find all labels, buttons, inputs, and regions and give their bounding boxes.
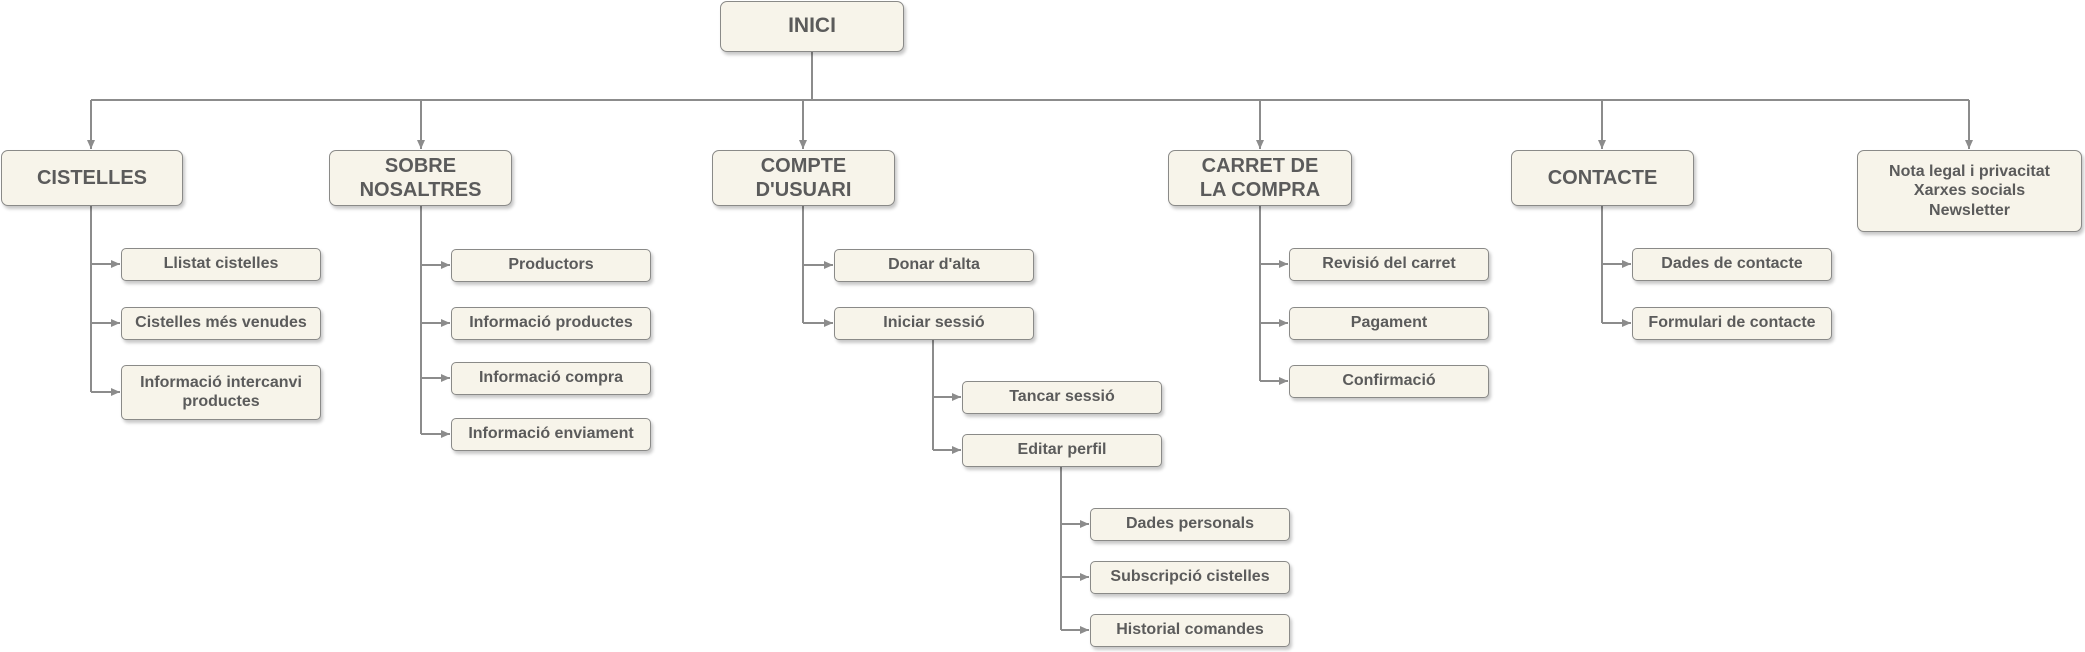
node-formulari-contacte: Formulari de contacte (1632, 307, 1832, 340)
node-label: Productors (508, 256, 594, 274)
node-label: Editar perfil (1017, 441, 1107, 459)
node-productors: Productors (451, 249, 651, 282)
node-label: Subscripció cistelles (1110, 568, 1270, 586)
node-label: Dades de contacte (1661, 255, 1803, 273)
node-compte-usuari: COMPTE D'USUARI (712, 150, 895, 206)
node-label: Informació enviament (468, 425, 634, 443)
node-iniciar-sessio: Iniciar sessió (834, 307, 1034, 340)
node-label: Llistat cistelles (163, 255, 279, 273)
node-label: Cistelles més venudes (135, 314, 307, 332)
node-label: CARRET DE LA COMPRA (1199, 155, 1321, 201)
node-legal-social-newsletter: Nota legal i privacitat Xarxes socials N… (1857, 150, 2082, 232)
node-subscripcio-cistelles: Subscripció cistelles (1090, 561, 1290, 594)
node-label: CISTELLES (36, 167, 147, 189)
node-contacte: CONTACTE (1511, 150, 1694, 206)
node-label: INICI (788, 14, 836, 38)
node-label: Tancar sessió (1009, 388, 1115, 406)
node-pagament: Pagament (1289, 307, 1489, 340)
node-tancar-sessio: Tancar sessió (962, 381, 1162, 414)
node-label: Nota legal i privacitat Xarxes socials N… (1889, 162, 2050, 219)
node-confirmacio: Confirmació (1289, 365, 1489, 398)
node-root: INICI (720, 1, 904, 52)
node-label: Dades personals (1125, 515, 1255, 533)
node-label: CONTACTE (1547, 167, 1658, 189)
node-sobre-nosaltres: SOBRE NOSALTRES (329, 150, 512, 206)
node-informacio-compra: Informació compra (451, 362, 651, 395)
node-llistat-cistelles: Llistat cistelles (121, 248, 321, 281)
node-label: Historial comandes (1116, 621, 1264, 639)
node-informacio-intercanvi: Informació intercanvi productes (121, 365, 321, 420)
node-editar-perfil: Editar perfil (962, 434, 1162, 467)
node-label: Confirmació (1342, 372, 1436, 390)
node-dades-personals: Dades personals (1090, 508, 1290, 541)
node-label: Informació intercanvi productes (140, 374, 302, 410)
node-label: Formulari de contacte (1648, 314, 1816, 332)
node-label: Iniciar sessió (883, 314, 985, 332)
node-cistelles-mes-venudes: Cistelles més venudes (121, 307, 321, 340)
node-revisio-carret: Revisió del carret (1289, 248, 1489, 281)
node-dades-contacte: Dades de contacte (1632, 248, 1832, 281)
node-cistelles: CISTELLES (1, 150, 183, 206)
node-label: SOBRE NOSALTRES (359, 155, 482, 201)
node-informacio-enviament: Informació enviament (451, 418, 651, 451)
node-carret-compra: CARRET DE LA COMPRA (1168, 150, 1352, 206)
node-label: Informació productes (469, 314, 633, 332)
node-donar-alta: Donar d'alta (834, 249, 1034, 282)
node-label: COMPTE D'USUARI (755, 155, 852, 201)
node-historial-comandes: Historial comandes (1090, 614, 1290, 647)
node-label: Informació compra (478, 369, 624, 387)
node-informacio-productes: Informació productes (451, 307, 651, 340)
node-label: Donar d'alta (888, 256, 980, 274)
node-label: Revisió del carret (1322, 255, 1456, 273)
node-label: Pagament (1350, 314, 1428, 332)
